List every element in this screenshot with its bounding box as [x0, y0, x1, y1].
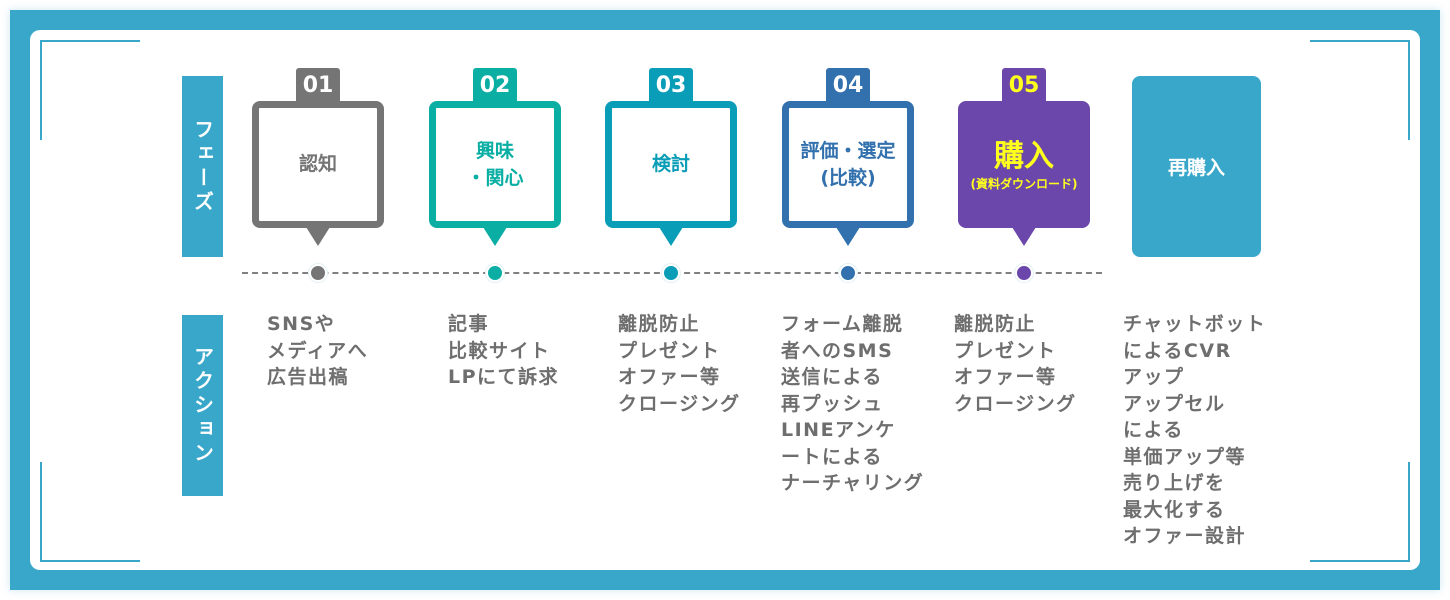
phase-row-label: フェーズ — [182, 76, 223, 257]
phase-box: 購入 (資料ダウンロード) — [958, 101, 1090, 228]
phase-box: 興味 ・関心 — [429, 101, 561, 228]
action-item-line: 最大化する — [1123, 498, 1226, 521]
action-item-line: によるCVR — [1123, 339, 1232, 362]
pointer-arrow-icon — [659, 227, 683, 246]
action-item-line: 比較サイト — [448, 339, 551, 362]
phase-title-line: 評価・選定 — [800, 139, 896, 162]
action-item-line: オファー等 — [618, 366, 721, 388]
action-item-line: ートによる — [781, 445, 883, 468]
phase-title: 認知 — [298, 153, 337, 175]
pointer-arrow-icon — [306, 227, 330, 246]
action-item-line: LPにて訴求 — [448, 366, 560, 388]
phase-05-purchase: 05 購入 (資料ダウンロード) — [958, 68, 1090, 248]
action-item-line: 記事 — [448, 313, 490, 335]
phase-title-line: 興味 — [475, 139, 514, 162]
action-item-line: 送信による — [781, 366, 883, 388]
action-item-line: 売り上げを — [1123, 472, 1226, 494]
phase-04-evaluation: 04 評価・選定 (比較) — [782, 68, 914, 248]
action-item-line: 離脱防止 — [954, 313, 1037, 335]
corner-decoration-top-right — [1310, 40, 1410, 140]
action-item-line: SNSや — [267, 313, 336, 335]
timeline-dot-04 — [839, 264, 857, 282]
action-list-02: 記事比較サイト LPにて訴求 — [448, 311, 559, 391]
action-list-repurchase: チャットボットによるCVR アップアップセルによる単価アップ等売り上げを最大化する… — [1123, 311, 1266, 550]
action-item-line: 離脱防止 — [618, 313, 701, 335]
action-list-04: フォーム離脱者へのSMS 送信による再プッシュ LINEアンケートによるナーチャリン… — [781, 311, 924, 497]
phase-02-interest: 02 興味 ・関心 — [429, 68, 561, 248]
action-item-line: による — [1123, 419, 1184, 441]
corner-decoration-bottom-right — [1310, 462, 1410, 562]
action-item-line: アップ — [1123, 366, 1185, 388]
action-item-line: クロージング — [954, 392, 1077, 415]
phase-03-consideration: 03 検討 — [605, 68, 737, 248]
corner-decoration-top-left — [40, 40, 140, 140]
phase-number-badge: 01 — [296, 68, 340, 104]
phase-subtitle: (資料ダウンロード) — [970, 176, 1078, 191]
action-item-line: 単価アップ等 — [1123, 445, 1247, 468]
action-item-line: LINEアンケ — [781, 419, 896, 441]
phase-01-awareness: 01 認知 — [252, 68, 384, 248]
action-item-line: メディアへ — [267, 339, 369, 362]
action-list-03: 離脱防止プレゼントオファー等クロージング — [618, 311, 741, 417]
phase-number-badge: 03 — [649, 68, 693, 104]
phase-title-line: (比較) — [820, 166, 876, 189]
repurchase-title: 再購入 — [1167, 157, 1225, 179]
action-list-05: 離脱防止プレゼントオファー等クロージング — [954, 311, 1077, 417]
action-item-line: チャットボット — [1123, 313, 1267, 335]
action-item-line: フォーム離脱 — [781, 313, 904, 335]
pointer-arrow-icon — [483, 227, 507, 246]
timeline-dot-05 — [1015, 264, 1033, 282]
pointer-arrow-icon — [1012, 227, 1036, 246]
action-item-line: オファー等 — [954, 366, 1057, 388]
action-item-line: オファー設計 — [1123, 525, 1247, 547]
pointer-arrow-icon — [836, 227, 860, 246]
action-item-line: プレゼント — [618, 339, 721, 362]
phase-box: 認知 — [252, 101, 384, 228]
action-row-label: アクション — [182, 315, 223, 496]
action-item-line: クロージング — [618, 392, 741, 415]
phase-title-line: ・関心 — [466, 166, 524, 189]
phase-number-badge: 05 — [1002, 68, 1046, 104]
phase-box: 検討 — [605, 101, 737, 228]
phase-box: 評価・選定 (比較) — [782, 101, 914, 228]
action-item-line: アップセル — [1123, 392, 1226, 415]
phase-number-badge: 04 — [826, 68, 870, 104]
action-item-line: 者へのSMS — [781, 339, 894, 362]
action-item-line: 広告出稿 — [267, 366, 350, 388]
action-item-line: 再プッシュ — [781, 392, 884, 415]
repurchase-box: 再購入 — [1132, 76, 1261, 257]
phase-title: 検討 — [651, 153, 690, 175]
timeline-dot-03 — [662, 264, 680, 282]
corner-decoration-bottom-left — [40, 462, 140, 562]
action-item-line: プレゼント — [954, 339, 1057, 362]
action-item-line: ナーチャリング — [781, 472, 925, 494]
action-list-01: SNSやメディアへ広告出稿 — [267, 311, 368, 391]
phase-number-badge: 02 — [473, 68, 517, 104]
timeline-dot-01 — [309, 264, 327, 282]
timeline-dot-02 — [486, 264, 504, 282]
phase-title: 購入 — [994, 138, 1054, 174]
